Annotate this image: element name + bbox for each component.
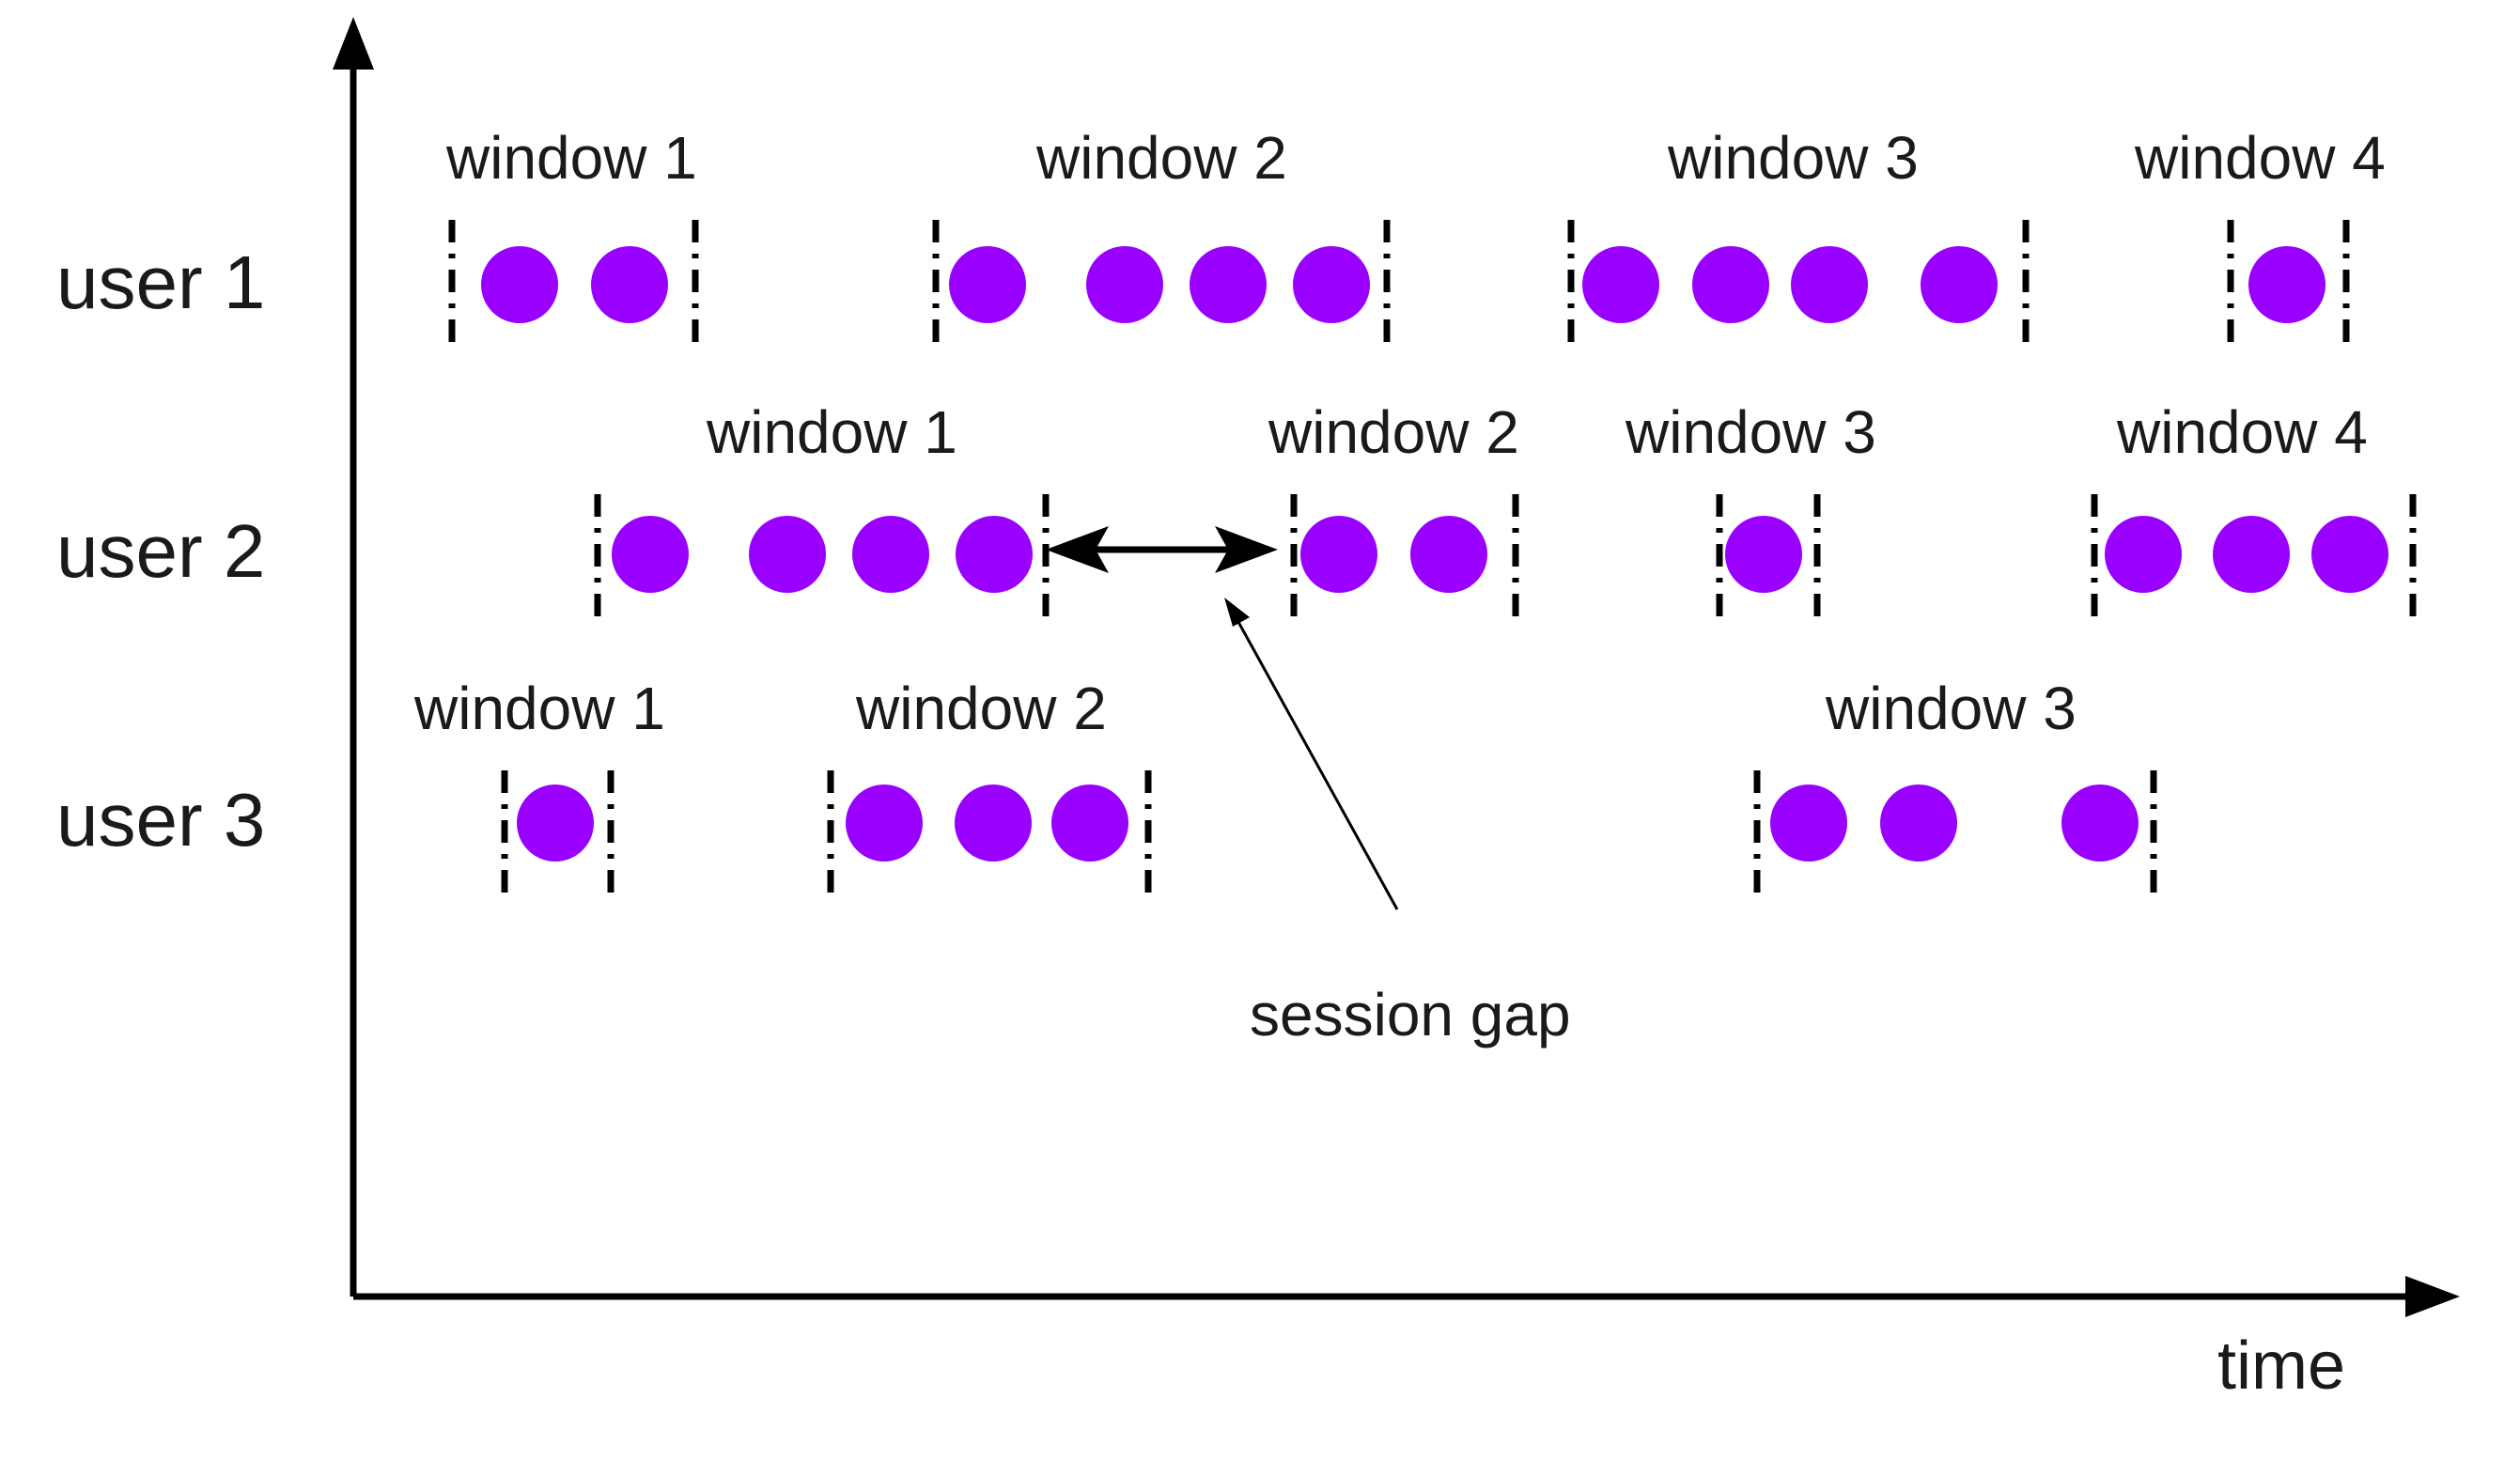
axes: time bbox=[333, 17, 2460, 1404]
session-gap-pointer-arrowhead bbox=[1224, 598, 1250, 627]
event-dot bbox=[1051, 784, 1128, 862]
session-gap-pointer: session gap bbox=[1224, 598, 1571, 1048]
event-dot bbox=[1086, 246, 1163, 323]
event-dot bbox=[1582, 246, 1659, 323]
user-2-window-1-label: window 1 bbox=[706, 398, 957, 466]
event-dot bbox=[517, 784, 594, 862]
event-dot bbox=[1190, 246, 1267, 323]
event-dot bbox=[591, 246, 668, 323]
user-1-window-4-label: window 4 bbox=[2134, 124, 2386, 192]
event-dot bbox=[1770, 784, 1847, 862]
events bbox=[481, 246, 2388, 862]
event-dot bbox=[1293, 246, 1370, 323]
event-dot bbox=[955, 784, 1032, 862]
event-dot bbox=[1410, 516, 1487, 593]
user-1-window-3-label: window 3 bbox=[1667, 124, 1919, 192]
user-2-window-3-label: window 3 bbox=[1625, 398, 1876, 466]
event-dot bbox=[1692, 246, 1769, 323]
user-label-1: user 1 bbox=[56, 241, 265, 324]
event-dot bbox=[749, 516, 826, 593]
event-dot bbox=[2105, 516, 2182, 593]
event-dot bbox=[481, 246, 558, 323]
window-labels: window 1 window 2 window 3 window 4 wind… bbox=[413, 124, 2386, 742]
user-label-2: user 2 bbox=[56, 509, 265, 593]
session-gap-label: session gap bbox=[1250, 981, 1571, 1048]
event-dot bbox=[949, 246, 1026, 323]
session-gap-arrowhead-right bbox=[1215, 526, 1278, 573]
event-dot bbox=[1791, 246, 1868, 323]
event-dot bbox=[2311, 516, 2388, 593]
session-gap-arrow bbox=[1046, 526, 1278, 573]
event-dot bbox=[956, 516, 1033, 593]
user-3-window-2-label: window 2 bbox=[855, 675, 1107, 742]
user-3-window-1-label: window 1 bbox=[413, 675, 665, 742]
user-label-3: user 3 bbox=[56, 778, 265, 862]
event-dot bbox=[1880, 784, 1957, 862]
user-1-window-2-label: window 2 bbox=[1035, 124, 1287, 192]
user-1-window-1-label: window 1 bbox=[445, 124, 697, 192]
event-dot bbox=[2248, 246, 2326, 323]
y-axis-arrowhead bbox=[333, 17, 374, 70]
event-dot bbox=[612, 516, 689, 593]
event-dot bbox=[2213, 516, 2290, 593]
x-axis-arrowhead bbox=[2405, 1276, 2460, 1317]
user-2-window-4-label: window 4 bbox=[2116, 398, 2368, 466]
event-dot bbox=[1725, 516, 1802, 593]
user-labels: user 1 user 2 user 3 bbox=[56, 241, 265, 862]
event-dot bbox=[2061, 784, 2139, 862]
user-3-window-3-label: window 3 bbox=[1825, 675, 2077, 742]
event-dot bbox=[846, 784, 923, 862]
x-axis-label: time bbox=[2217, 1328, 2345, 1404]
window-boundaries bbox=[448, 220, 2417, 898]
session-gap-pointer-line bbox=[1237, 621, 1399, 910]
session-gap-arrowhead-left bbox=[1046, 526, 1109, 573]
event-dot bbox=[852, 516, 929, 593]
event-dot bbox=[1921, 246, 1998, 323]
event-dot bbox=[1300, 516, 1377, 593]
user-2-window-2-label: window 2 bbox=[1268, 398, 1519, 466]
